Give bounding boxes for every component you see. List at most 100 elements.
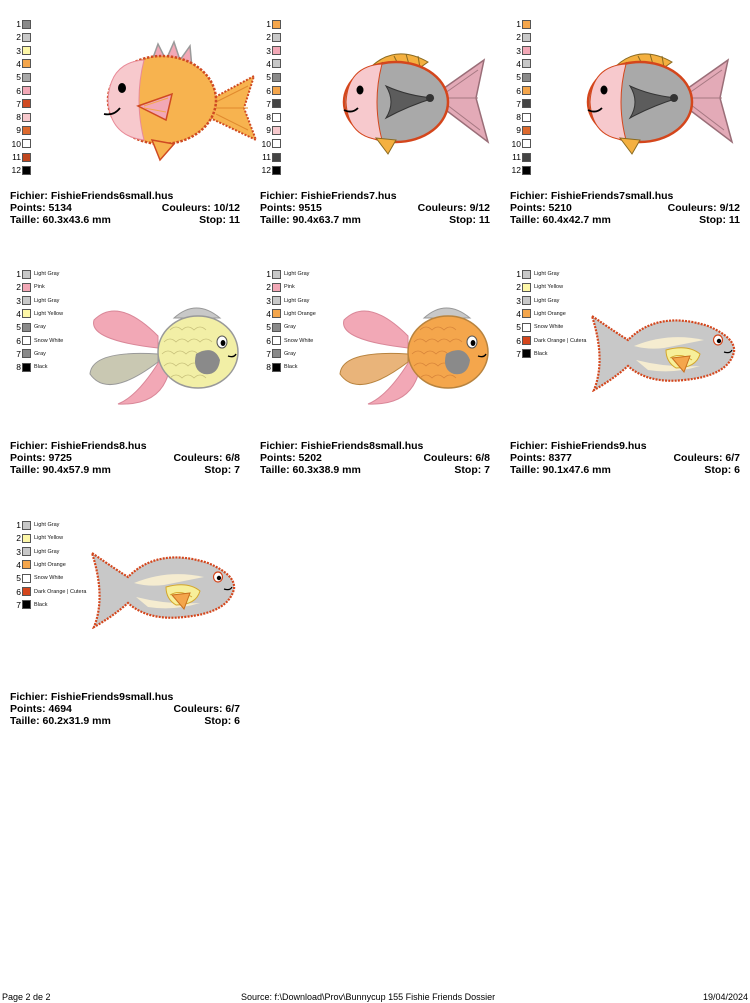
swatch-number: 5 (266, 322, 271, 333)
stop-line: Stop: 6 (704, 464, 740, 476)
couleurs-line: Couleurs: 10/12 (161, 202, 240, 214)
swatch-number: 11 (512, 152, 521, 162)
swatch-color-box (272, 309, 281, 319)
stop-line: Stop: 11 (199, 214, 240, 226)
taille-line: Taille: 90.4x57.9 mm (10, 464, 111, 476)
color-swatch-row: 12 (260, 164, 281, 176)
swatch-color-box (522, 59, 531, 69)
swatch-thread-name: Light Gray (534, 297, 560, 304)
color-swatch-row: 8 (10, 111, 31, 123)
swatch-thread-name: Light Gray (34, 548, 60, 555)
swatch-thread-name: Gray (284, 350, 296, 357)
swatch-thread-name: Light Gray (34, 297, 60, 304)
stop-line: Stop: 11 (449, 214, 490, 226)
swatch-number: 5 (516, 322, 521, 333)
swatch-number: 7 (516, 348, 521, 359)
color-swatch-row: 10 (510, 138, 531, 150)
swatch-number: 3 (516, 295, 521, 306)
color-swatch-row: 7 (510, 98, 531, 110)
swatch-thread-name: Light Orange (34, 561, 66, 568)
color-swatch-row: 3 (10, 45, 31, 57)
swatch-color-box (22, 282, 31, 292)
swatch-color-box (22, 32, 31, 42)
swatch-number: 2 (516, 282, 521, 293)
swatch-number: 6 (516, 335, 521, 346)
swatch-number: 4 (266, 58, 271, 69)
swatch-number: 4 (16, 308, 21, 319)
swatch-color-box (272, 282, 281, 292)
swatch-color-box (22, 112, 31, 122)
color-swatch-row: 11 (510, 151, 531, 163)
swatch-thread-name: Light Yellow (34, 310, 64, 317)
swatch-color-box (22, 99, 31, 109)
swatch-number: 1 (266, 19, 271, 29)
filename-line: Fichier: FishieFriends7small.hus (510, 190, 674, 202)
color-swatch-row: 9 (260, 124, 281, 136)
swatch-color-box (22, 86, 31, 95)
color-swatch-row: 8 (510, 111, 531, 123)
swatch-color-box (522, 86, 531, 95)
color-swatch-row: 4 Light Yellow (10, 308, 63, 320)
swatch-color-box (272, 46, 281, 56)
swatch-number: 1 (16, 520, 21, 530)
longfish-embroidery-image (589, 313, 736, 392)
swatch-color-box (522, 112, 531, 122)
swatch-thread-name: Dark Orange | Cutera (534, 337, 587, 344)
swatch-number: 2 (516, 32, 521, 43)
swatch-color-box (272, 112, 281, 122)
swatch-thread-name: Black (34, 601, 48, 608)
swatch-color-box (22, 587, 31, 596)
swatch-number: 5 (16, 322, 21, 333)
swatch-number: 1 (266, 269, 271, 279)
swatch-color-box (272, 336, 281, 345)
swatch-number: 6 (266, 335, 271, 346)
couleurs-line: Couleurs: 9/12 (417, 202, 490, 214)
swatch-color-box (272, 322, 281, 332)
swatch-color-box (272, 86, 281, 95)
swatch-thread-name: Light Orange (534, 310, 566, 317)
swatch-number: 7 (16, 348, 21, 359)
swatch-color-box (522, 296, 531, 306)
swatch-number: 7 (266, 348, 271, 359)
longfish-embroidery-image (89, 550, 236, 629)
color-swatch-row: 8 (260, 111, 281, 123)
swatch-color-box (22, 336, 31, 345)
points-line: Points: 4694 (10, 703, 72, 715)
swatch-color-box (272, 165, 281, 175)
swatch-number: 4 (16, 559, 21, 570)
footer-source-path: Source: f:\Download\Prov\Bunnycup 155 Fi… (241, 992, 496, 1002)
swatch-color-box (22, 322, 31, 332)
swatch-color-box (22, 349, 31, 359)
swatch-number: 6 (266, 85, 271, 96)
swatch-color-box (272, 32, 281, 42)
color-swatch-row: 5 (10, 71, 31, 83)
swatch-color-box (22, 72, 31, 82)
swatch-number: 1 (516, 19, 521, 29)
swatch-thread-name: Light Gray (34, 522, 60, 528)
swatch-color-box (22, 59, 31, 69)
goldfish-embroidery-image (103, 39, 258, 162)
swatch-number: 1 (16, 269, 21, 279)
swatch-number: 9 (266, 125, 271, 136)
swatch-number: 3 (16, 45, 21, 56)
color-swatch-row: 3 (510, 45, 531, 57)
swatch-thread-name: Light Yellow (534, 284, 564, 291)
color-swatch-row: 6 (10, 85, 31, 97)
color-swatch-row: 7 (10, 98, 31, 110)
swatch-color-box (522, 125, 531, 135)
swatch-color-box (522, 72, 531, 82)
swatch-number: 4 (16, 58, 21, 69)
swatch-number: 5 (516, 72, 521, 83)
swatch-color-box (22, 165, 31, 175)
color-swatch-row: 6 (260, 85, 281, 97)
grayfish-embroidery-image (342, 53, 490, 155)
swatch-number: 3 (266, 295, 271, 306)
